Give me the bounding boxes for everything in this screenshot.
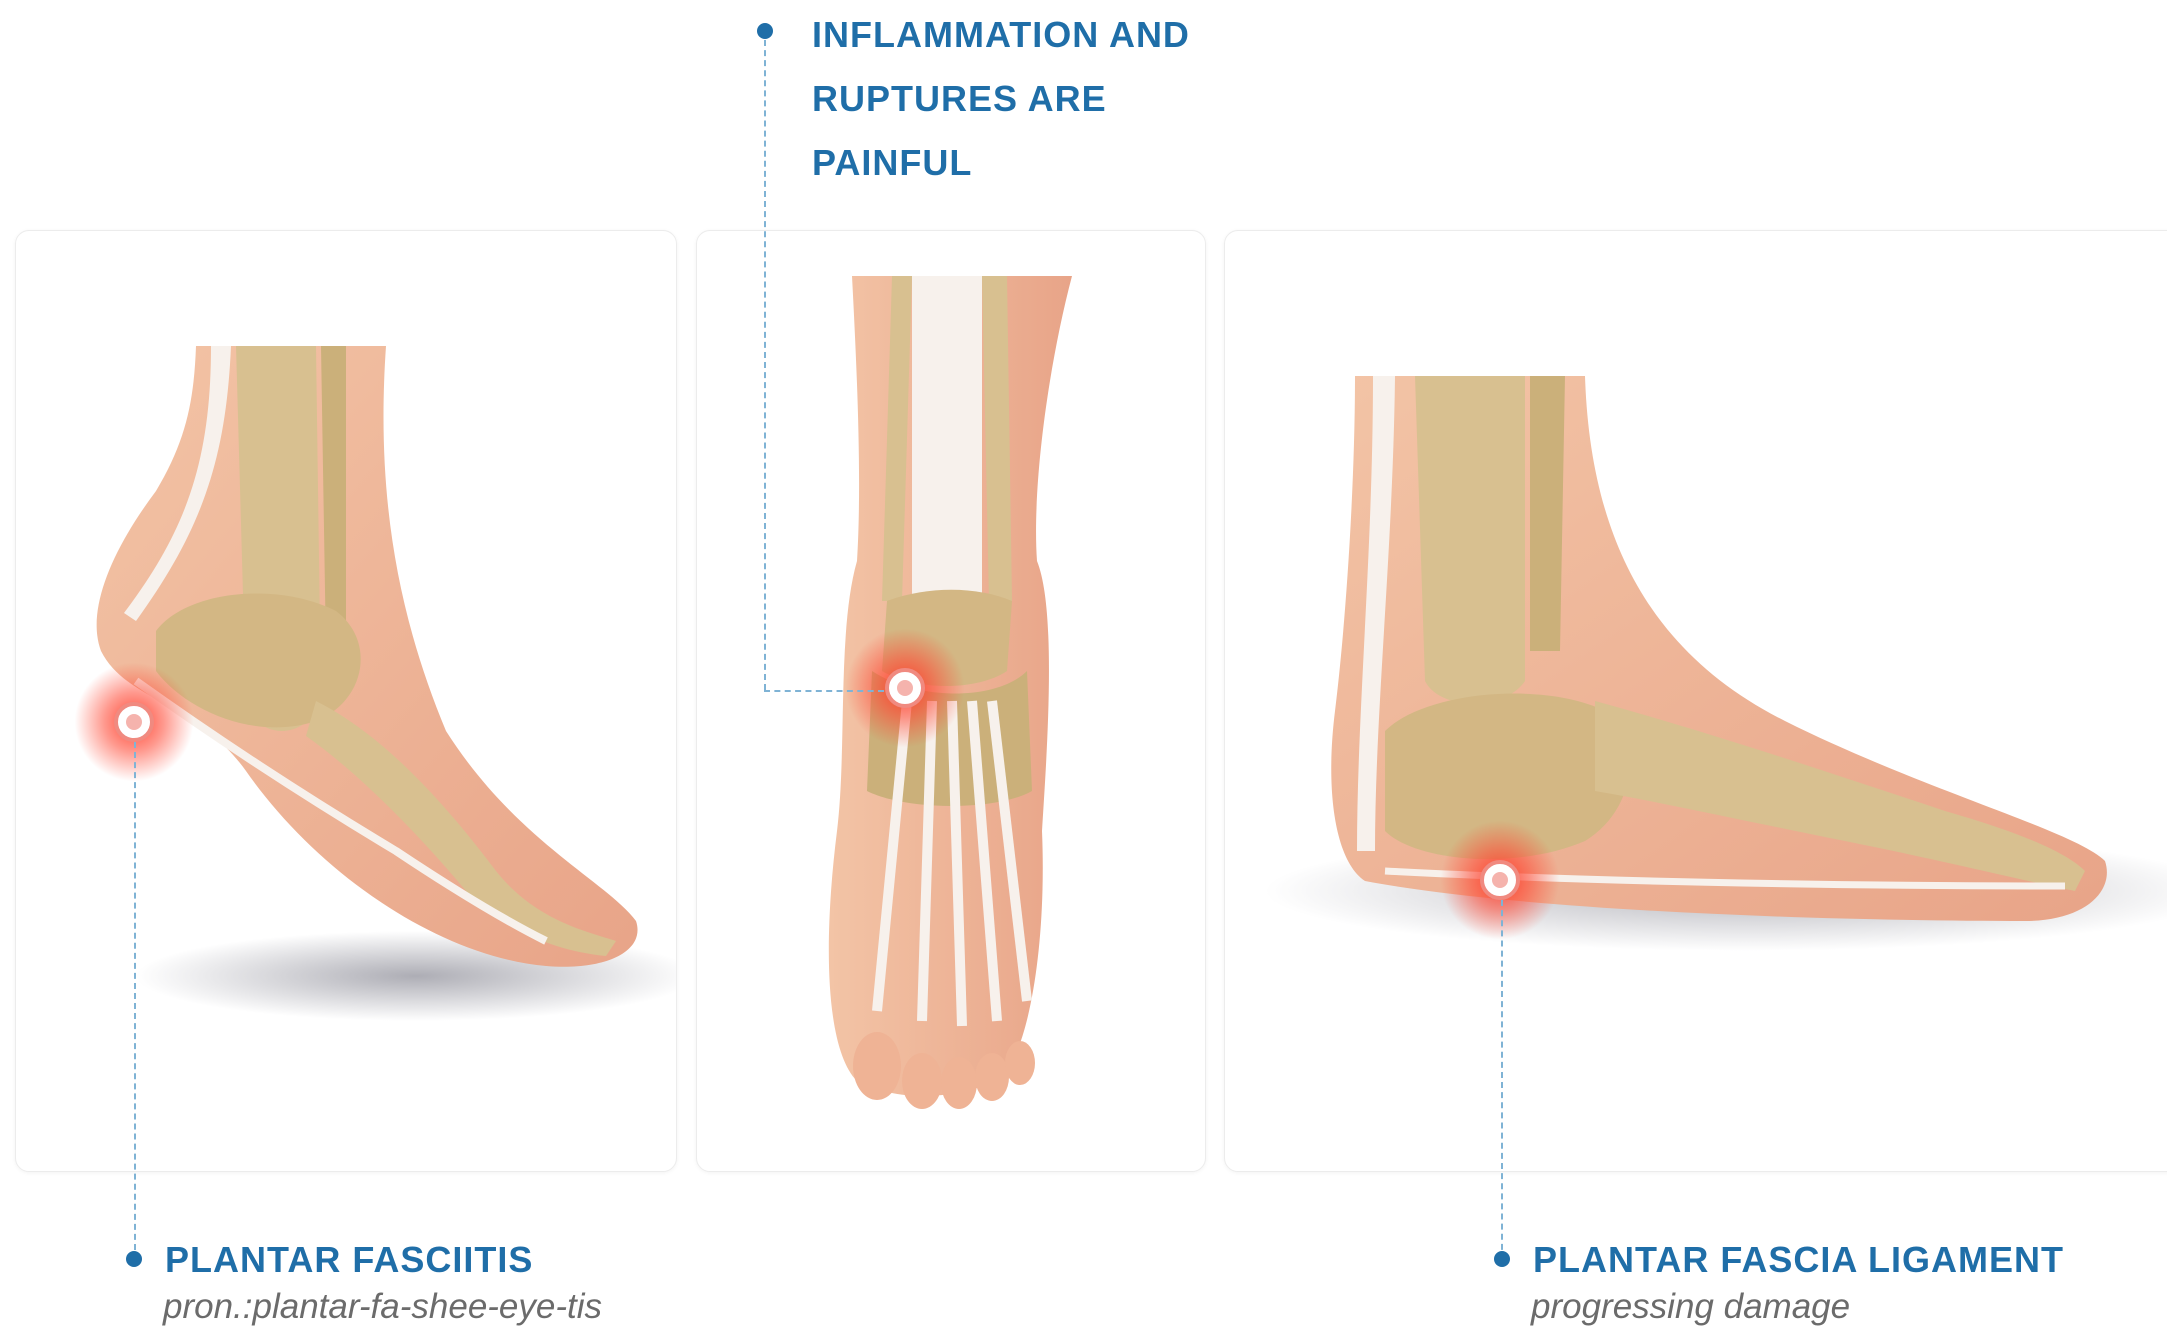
pain-point-arch-core: [1492, 872, 1508, 888]
callout-top-leader-horizontal: [764, 690, 884, 692]
callout-top-dot: [757, 23, 773, 39]
callout-top-line-2: RUPTURES ARE: [812, 67, 1107, 131]
illustration-panel-right: [1224, 230, 2167, 1172]
callout-top-leader-vertical: [764, 40, 766, 690]
callout-left-title: PLANTAR FASCIITIS: [165, 1228, 533, 1292]
callout-left-leader: [134, 742, 136, 1260]
pain-point-ankle-core: [897, 680, 913, 696]
callout-right-title: PLANTAR FASCIA LIGAMENT: [1533, 1228, 2064, 1292]
callout-right-leader: [1501, 900, 1503, 1260]
callout-right-dot: [1494, 1251, 1510, 1267]
callout-top-line-1: INFLAMMATION AND: [812, 3, 1190, 67]
callout-top-line-3: PAINFUL: [812, 131, 972, 195]
foot-side-flat-illustration: [1225, 231, 2167, 1171]
callout-left-dot: [126, 1251, 142, 1267]
callout-left-subtitle: pron.:plantar-fa-shee-eye-tis: [163, 1287, 602, 1327]
pain-point-heel-core: [126, 714, 142, 730]
callout-right-subtitle: progressing damage: [1531, 1287, 1850, 1327]
